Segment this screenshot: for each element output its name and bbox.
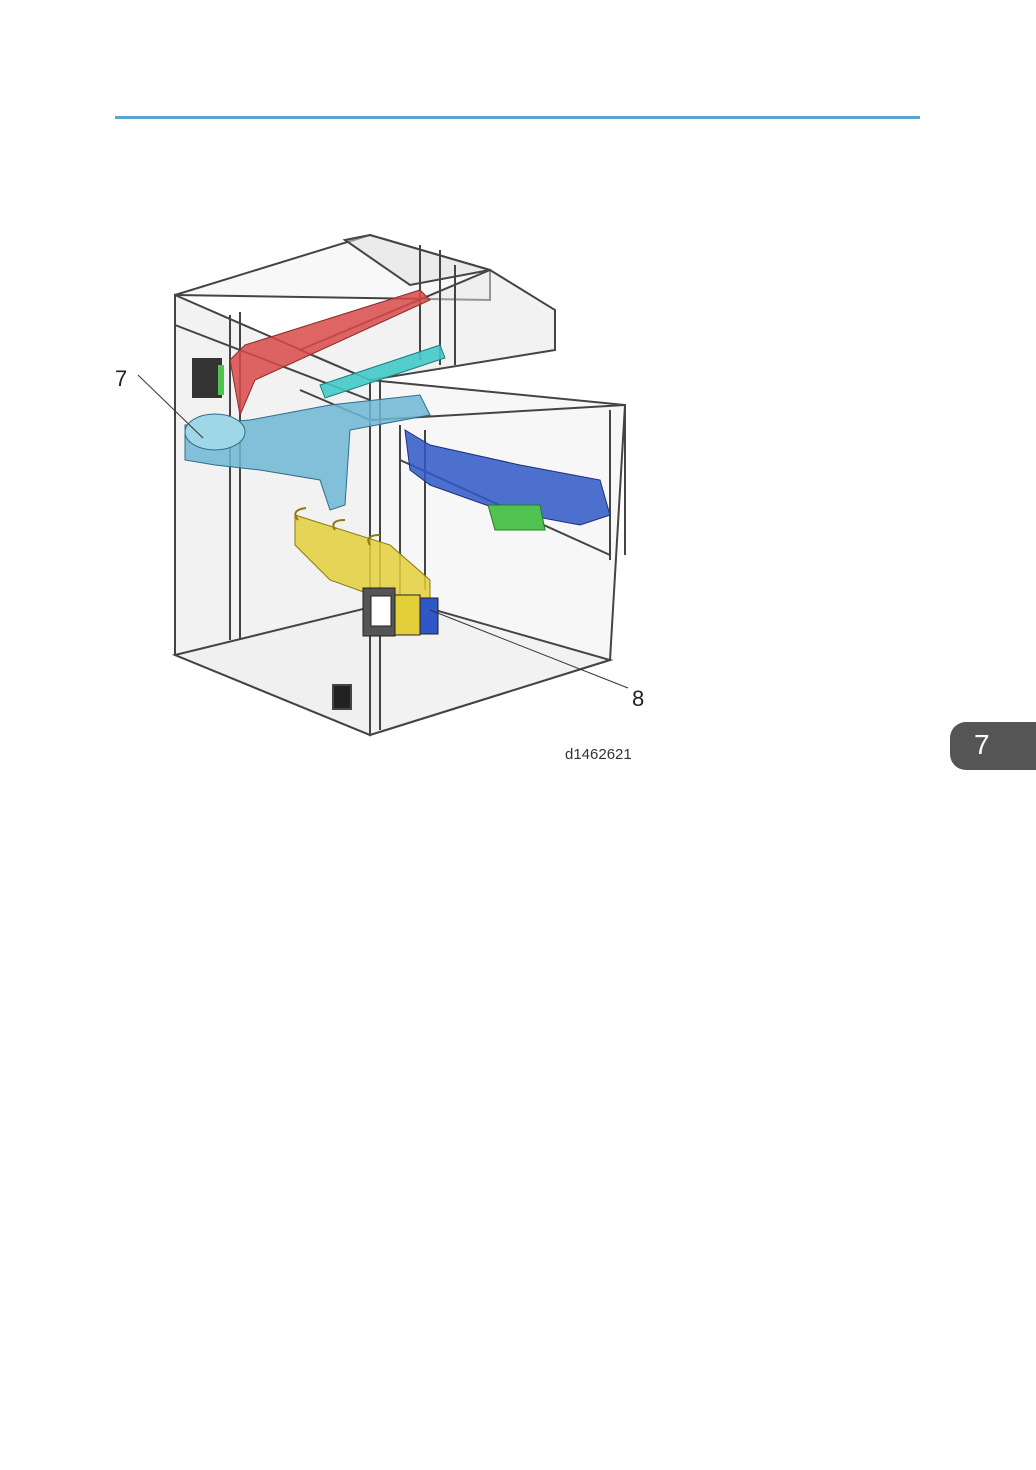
chapter-tab: 7 xyxy=(950,722,1036,770)
header-rule xyxy=(115,116,920,119)
machine-airflow-diagram xyxy=(100,220,660,780)
callout-8: 8 xyxy=(632,686,644,712)
chapter-number: 7 xyxy=(974,729,990,761)
callout-7: 7 xyxy=(115,366,127,392)
figure-id: d1462621 xyxy=(565,746,632,763)
